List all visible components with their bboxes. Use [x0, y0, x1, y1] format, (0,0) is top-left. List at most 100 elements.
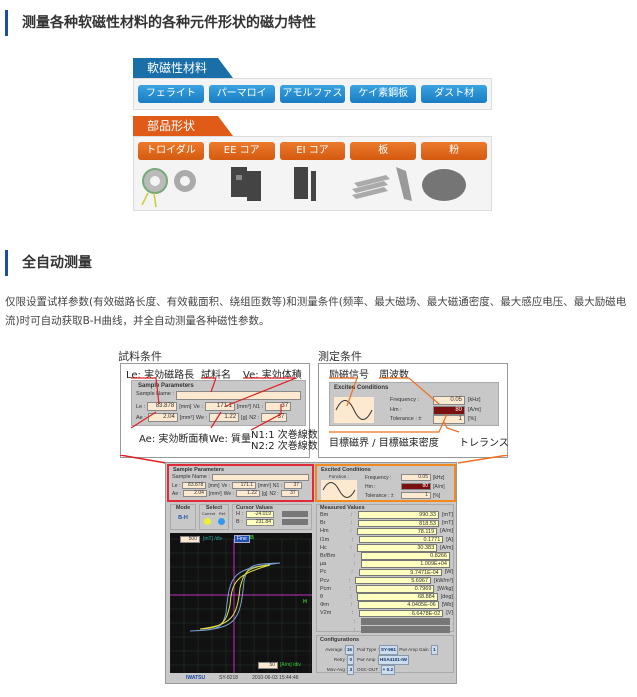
colon: :	[351, 536, 354, 543]
measured-value: 5.6967	[355, 576, 432, 585]
we-input[interactable]: 1.22	[235, 490, 260, 497]
we-field[interactable]: 1.22	[209, 413, 240, 422]
select-ref-label: Ref.	[218, 511, 227, 516]
measured-key: Pc	[320, 569, 327, 576]
measured-unit: [Wb]	[441, 602, 454, 609]
colon: :	[349, 585, 351, 592]
measured-key: V2m	[320, 610, 332, 617]
tolerance-input[interactable]: 1	[401, 492, 431, 499]
shape-button[interactable]: 粉	[421, 142, 487, 160]
ae-input[interactable]: 2.04	[182, 490, 207, 497]
ei-core-icon	[294, 167, 316, 201]
datetime-text: 2010-06-03 15:44:46	[252, 675, 299, 681]
b-scale-input[interactable]: 500	[180, 536, 200, 543]
shape-button[interactable]: EI コア	[279, 142, 346, 160]
fine-button[interactable]: Fine	[234, 535, 250, 543]
le-field-label: Le :	[136, 403, 146, 410]
sample-name-input[interactable]	[211, 474, 309, 481]
shape-button[interactable]: トロイダル	[138, 142, 204, 160]
material-button[interactable]: パーマロイ	[208, 85, 275, 103]
config-title: Configurations	[320, 637, 360, 643]
select-title: Select	[205, 505, 223, 511]
colon: :	[353, 618, 355, 625]
hm-input[interactable]: 80	[401, 483, 431, 490]
sample-name-label: 試料名	[201, 370, 231, 381]
material-button[interactable]: ケイ素鋼板	[350, 85, 417, 103]
material-button[interactable]: ダスト材	[421, 85, 487, 103]
current-indicator[interactable]	[203, 518, 211, 525]
sample-params-panel-title: Sample Parameters	[173, 467, 225, 473]
material-button[interactable]: アモルファス	[279, 85, 346, 103]
component-shapes-illustration	[141, 167, 466, 208]
preview-tolerance-field[interactable]: 1	[433, 415, 465, 424]
measured-unit: [A]	[446, 536, 453, 543]
materials-tag-label: 軟磁性材料	[133, 58, 233, 78]
sample-params-title: Sample Parameters	[138, 383, 194, 389]
material-button[interactable]: フェライト	[138, 85, 204, 103]
we-unit: [g]	[241, 414, 248, 421]
frequency-label-sw: Frequency :	[365, 475, 392, 481]
preview-frequency-field[interactable]: 0.05	[433, 396, 465, 405]
ae-label-sw: Ae :	[172, 490, 181, 497]
n1-field[interactable]: 37	[265, 402, 292, 411]
n1-label: N1:1 次巻線数	[251, 430, 318, 441]
pwr-amp-value: HSA4101-IW	[377, 655, 409, 665]
measured-value: 0.8266	[361, 552, 450, 560]
sample-name-label-sw: Sample Name :	[172, 474, 210, 480]
sample-name-field-label: Sample Name :	[136, 391, 174, 397]
frequency-input[interactable]: 0.05	[401, 474, 431, 481]
n2-label: N2:2 次巻線数	[251, 441, 318, 452]
function-label: Function :	[329, 474, 349, 479]
measured-row: Hm:78.119[A/m]	[320, 527, 453, 536]
shape-button[interactable]: 板	[350, 142, 417, 160]
we-label-sw: We :	[223, 490, 234, 497]
sample-callout-lines	[130, 377, 297, 431]
sample-params-preview: Sample Parameters Sample Name : Le :83.8…	[131, 380, 306, 426]
mode-value[interactable]: B-H	[178, 515, 188, 521]
measured-value: 6.6478E-02	[359, 609, 444, 618]
n2-label-sw: N2 :	[269, 490, 279, 497]
excited-preview-title: Excited Conditions	[334, 385, 389, 391]
plate-icon	[352, 167, 412, 201]
measured-row: Br/Bm:0.8266	[320, 552, 453, 560]
preview-tolerance-label: Tolerance : ±	[390, 416, 422, 422]
h-scale-unit: [A/m] /div	[280, 662, 301, 668]
measured-value: 0.1771	[359, 535, 444, 544]
measured-value: 78.119	[357, 527, 438, 536]
measured-row: Bm:990.33[mT]	[320, 511, 453, 519]
amp-gain-value: 1	[431, 645, 438, 655]
measured-unit: [W/kg]	[437, 585, 453, 592]
amp-gain-label: Pwr Amp Gain :	[399, 647, 432, 652]
measured-row: :	[320, 617, 453, 626]
bh-curve-plot	[169, 538, 312, 673]
preview-frequency-label: Frequency :	[390, 397, 420, 403]
tolerance-label-sw: Tolerance : ±	[365, 493, 394, 499]
shapes-tag: 部品形状	[133, 116, 233, 136]
hm-label-sw: Hm :	[365, 484, 376, 490]
cursor-b-label: B :	[236, 519, 243, 525]
b-axis-label: B	[250, 535, 254, 541]
cursor-h-label: H :	[236, 511, 244, 517]
sample-name-field[interactable]	[175, 391, 301, 400]
h-axis-label: H	[303, 599, 307, 605]
preview-hm-field[interactable]: 80	[433, 405, 465, 415]
ee-core-icon	[231, 167, 261, 201]
h-scale-input[interactable]: 50	[258, 662, 278, 669]
shape-button[interactable]: EE コア	[208, 142, 275, 160]
colon: :	[350, 528, 352, 535]
measured-row: Pcv:5.6967[kW/m³]	[320, 576, 453, 585]
le-input[interactable]: 83.878	[182, 482, 207, 489]
ve-input[interactable]: 171.1	[232, 482, 257, 489]
le-field[interactable]: 83.878	[147, 402, 178, 411]
excited-preview: Excited Conditions Frequency :0.05[kHz] …	[329, 382, 499, 426]
toroid-icon	[141, 168, 196, 208]
n1-input[interactable]: 37	[284, 482, 303, 489]
sine-function-selector[interactable]	[321, 480, 357, 500]
ref-indicator[interactable]	[217, 518, 225, 525]
ve-field[interactable]: 171.1	[204, 402, 235, 411]
callout-connectors	[119, 455, 509, 464]
sine-function-icon	[334, 397, 374, 423]
measured-value: 0.7969	[356, 585, 435, 593]
measured-value	[361, 617, 450, 626]
n2-input[interactable]: 37	[280, 490, 299, 497]
